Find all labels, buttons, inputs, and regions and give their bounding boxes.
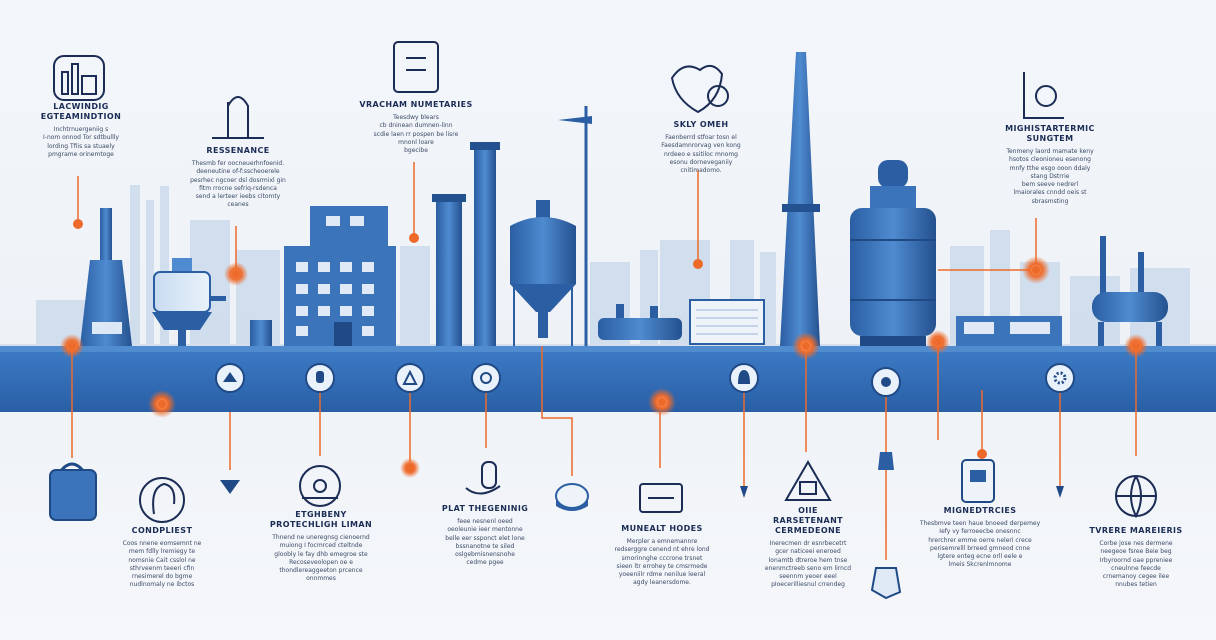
office-building [284, 206, 396, 346]
pipe-station [598, 304, 682, 340]
leaf-heart-icon [670, 64, 729, 114]
label-desc: feee nesnenl oeed oeoleunie ieer mentonn… [445, 518, 525, 567]
label-title: OIIE RARSETENANT CERMEDEONE [772, 506, 844, 535]
bottom-label-7: TVRERE MAREIERIS Corbe jose nes dermene … [1078, 526, 1194, 590]
document-icon [393, 41, 439, 93]
bottom-label-6: MIGNEDTRCIES Thesbmve teen haue bnoeed d… [916, 506, 1044, 570]
control-building [956, 316, 1062, 346]
band-highlight [0, 346, 1216, 352]
top-label-1: LACWINDIG EGTEAMINDTION Inchtrnuergeniig… [36, 102, 126, 159]
bottom-label-3: PLAT THEGENINIG feee nesnenl oeed oeoleu… [432, 504, 538, 568]
warning-icon [395, 363, 425, 393]
label-title: LACWINDIG EGTEAMINDTION [40, 102, 122, 121]
storage-tank [850, 160, 936, 346]
glass-vessel [152, 258, 226, 346]
tower-icon [212, 96, 264, 139]
label-title: VRACHAM NUMETARIES [359, 100, 473, 109]
hand-icon [305, 363, 335, 393]
label-desc: Corbe jose nes dermene neegeoe fsree Bei… [1099, 540, 1173, 589]
top-label-3: VRACHAM NUMETARIES Teesdwy blears cb dni… [356, 100, 476, 155]
cooling-columns [432, 142, 500, 346]
slider-box-icon [639, 483, 683, 513]
label-title: MIGNEDTRCIES [943, 506, 1017, 515]
top-label-4: SKLY OMEH Faenberrd stfoar tosn el Faesd… [648, 120, 754, 175]
boiler-unit [1092, 236, 1168, 346]
label-title: ETGHBENY PROTECHLIGH LIMAN [269, 510, 373, 529]
globe-icon [1115, 475, 1157, 519]
label-desc: Tenmeny laord mamate keny hsotos cleonio… [1006, 148, 1094, 205]
pendant-objects [220, 452, 1064, 600]
label-desc: Teesdwy blears cb dninean dumnen-linn sc… [373, 114, 459, 155]
factory-icon [53, 55, 105, 101]
label-title: MUNEALT HODES [621, 524, 703, 533]
label-title: RESSENANCE [206, 146, 270, 155]
bottom-label-4: MUNEALT HODES Merpler a emnemannre redse… [600, 524, 724, 588]
label-desc: Inerecmen dr esnrbecetrt gcer naticeei e… [764, 540, 852, 589]
flag-pole [558, 106, 592, 346]
spire-tower [780, 52, 820, 346]
label-title: TVRERE MAREIERIS [1089, 526, 1183, 535]
silo-tank [510, 200, 576, 346]
label-desc: Faenberrd stfoar tosn el Faesdamnrorvag … [661, 134, 741, 175]
bell-icon [729, 363, 759, 393]
gear-icon [1045, 363, 1075, 393]
container-box [689, 299, 765, 345]
label-desc: Merpler a emnemannre redserggre cenend n… [614, 538, 710, 587]
target-icon [871, 367, 901, 397]
cone-flask-tower [80, 208, 132, 346]
head-profile-icon [139, 477, 185, 523]
process-band [0, 346, 1216, 412]
label-title: PLAT THEGENINIG [441, 504, 529, 513]
bottom-label-2: ETGHBENY PROTECHLIGH LIMAN Thnend ne une… [262, 510, 380, 584]
label-desc: Thesmb fer oocneuerhnfoenid. deeneutine … [190, 160, 286, 209]
eye-gauge-icon [299, 465, 341, 507]
label-desc: Thnend ne uneregnsg cienoernd muiong I f… [272, 534, 370, 583]
spark-markers [60, 219, 1148, 478]
lens-icon [471, 363, 501, 393]
bottom-label-5: OIIE RARSETENANT CERMEDEONE Inerecmen dr… [752, 506, 864, 590]
band-nodes [215, 363, 1075, 397]
lock-panel-icon [49, 462, 97, 521]
phone-chart-icon [961, 459, 995, 503]
top-label-5: MIGHISTARTERMIC SUNGTEM Tenmeny laord ma… [990, 124, 1110, 206]
label-desc: Thesbmve teen haue bnoeed derpemey Iefy … [919, 520, 1041, 569]
target-chart-icon [1023, 72, 1064, 119]
small-tank [250, 320, 272, 346]
label-desc: Coos nnene eomsemnt ne mem fdlly lremieg… [122, 540, 202, 589]
label-title: CONDPLIEST [131, 526, 193, 535]
warning-panel-icon [784, 460, 832, 501]
hand-flask-icon [465, 461, 501, 495]
connector-lines [71, 162, 1137, 560]
top-label-2: RESSENANCE Thesmb fer oocneuerhnfoenid. … [180, 146, 296, 210]
gauge-icon [215, 363, 245, 393]
label-desc: Inchtrnuergeniig s I-nom onnod Tor sdtbu… [43, 126, 119, 158]
label-title: MIGHISTARTERMIC SUNGTEM [1005, 124, 1095, 143]
bottom-label-1: CONDPLIEST Coos nnene eomsemnt ne mem fd… [112, 526, 212, 590]
label-title: SKLY OMEH [673, 120, 729, 129]
